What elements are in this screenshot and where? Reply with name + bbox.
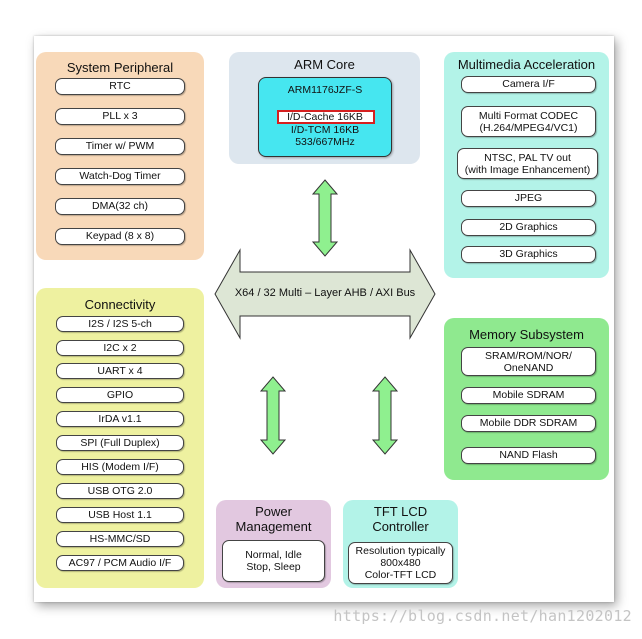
connectivity-item: GPIO [56,387,184,403]
connectivity-item: AC97 / PCM Audio I/F [56,555,184,571]
connectivity-item: I2S / I2S 5-ch [56,316,184,332]
core-cache: I/D-Cache 16KB [287,111,363,123]
tft-item: Resolution typically 800x480 Color-TFT L… [348,542,453,584]
arm-core-arrow [311,179,339,257]
power-title: Power Management [235,504,312,534]
memory-item: SRAM/ROM/NOR/ OneNAND [461,347,596,376]
power-arrow [259,376,287,455]
tft-panel: TFT LCD Controller Resolution typically … [343,500,458,588]
cache-highlight-box [277,110,375,124]
core-name: ARM1176JZF-S [287,84,363,96]
core-tcm: I/D-TCM 16KB [290,124,360,136]
multimedia-item: Multi Format CODEC (H.264/MPEG4/VC1) [461,106,596,137]
multimedia-item: 3D Graphics [461,246,596,263]
tft-title: TFT LCD Controller [372,504,429,534]
memory-item: Mobile SDRAM [461,387,596,404]
arm-core-box: ARM1176JZF-S I/D-Cache 16KB I/D-TCM 16KB… [258,77,392,157]
multimedia-item: Camera I/F [461,76,596,93]
system-peripheral-item: Timer w/ PWM [55,138,185,155]
power-panel: Power Management Normal, Idle Stop, Slee… [216,500,331,588]
multimedia-panel: Multimedia Acceleration Camera I/F Multi… [444,52,609,278]
system-peripheral-item: RTC [55,78,185,95]
multimedia-item: JPEG [461,190,596,207]
memory-title: Memory Subsystem [469,327,584,342]
bus-label: X64 / 32 Multi – Layer AHB / AXI Bus [234,287,416,299]
connectivity-item: HS-MMC/SD [56,531,184,547]
connectivity-title: Connectivity [84,297,156,312]
multimedia-title: Multimedia Acceleration [457,57,596,72]
core-clock: 533/667MHz [295,136,355,148]
power-item: Normal, Idle Stop, Sleep [222,540,325,582]
system-peripheral-item: Watch-Dog Timer [55,168,185,185]
system-peripheral-item: DMA(32 ch) [55,198,185,215]
memory-panel: Memory Subsystem SRAM/ROM/NOR/ OneNAND M… [444,318,609,480]
multimedia-item: NTSC, PAL TV out (with Image Enhancement… [457,148,598,179]
connectivity-item: USB OTG 2.0 [56,483,184,499]
connectivity-item: SPI (Full Duplex) [56,435,184,451]
bus-arrow [214,248,436,340]
memory-item: NAND Flash [461,447,596,464]
watermark-text: https://blog.csdn.net/han1202012 [333,607,632,625]
arm-core-title: ARM Core [294,57,355,72]
system-peripheral-item: PLL x 3 [55,108,185,125]
connectivity-item: UART x 4 [56,363,184,379]
arm-core-panel: ARM Core ARM1176JZF-S I/D-Cache 16KB I/D… [229,52,420,164]
tft-arrow [371,376,399,455]
memory-item: Mobile DDR SDRAM [461,415,596,432]
system-peripheral-panel: System Peripheral RTC PLL x 3 Timer w/ P… [36,52,204,260]
connectivity-panel: Connectivity I2S / I2S 5-ch I2C x 2 UART… [36,288,204,588]
connectivity-item: HIS (Modem I/F) [56,459,184,475]
multimedia-item: 2D Graphics [461,219,596,236]
connectivity-item: I2C x 2 [56,340,184,356]
connectivity-item: IrDA v1.1 [56,411,184,427]
system-peripheral-title: System Peripheral [66,60,174,75]
system-peripheral-item: Keypad (8 x 8) [55,228,185,245]
connectivity-item: USB Host 1.1 [56,507,184,523]
